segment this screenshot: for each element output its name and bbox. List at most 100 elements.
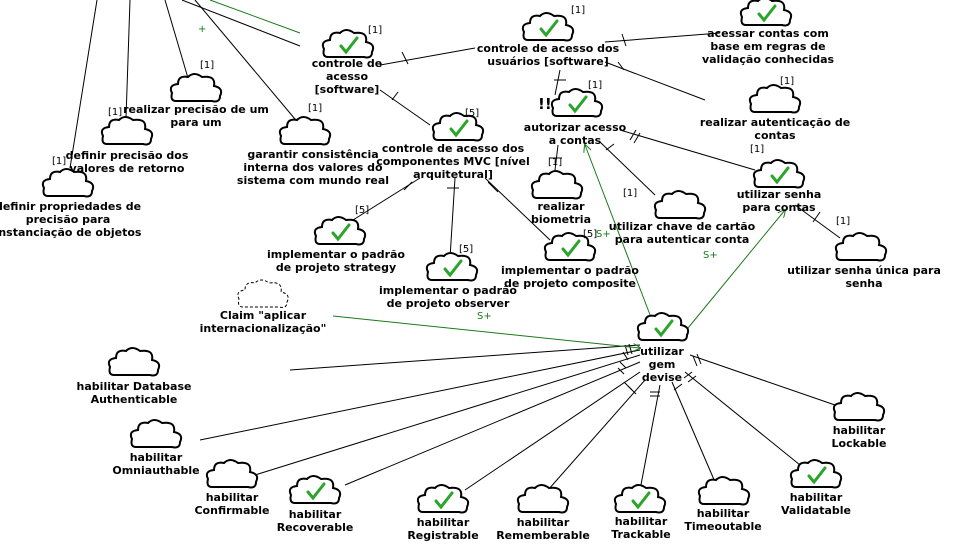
checkmark-icon	[306, 482, 326, 501]
cloud-icon	[653, 190, 707, 220]
link-mvc-composite	[484, 177, 551, 241]
link-devise-trackable	[639, 384, 661, 491]
cloud-check-icon	[636, 312, 690, 342]
checkmark-icon	[807, 466, 827, 485]
node-label-omniauthable: habilitar Omniauthable	[112, 451, 200, 477]
cloud-icon	[834, 232, 888, 262]
node-tag-realizar-autenticacao: [1]	[780, 76, 795, 87]
cloud-icon	[169, 73, 223, 103]
checkmark-icon	[434, 491, 454, 510]
node-label-validatable: habilitar Validatable	[781, 491, 851, 517]
cloud-icon	[205, 459, 259, 489]
cloud-check-icon	[789, 459, 843, 489]
goal-node-rememberable[interactable]	[516, 484, 570, 514]
link-devise-validatable	[684, 371, 801, 466]
cloud-check-icon	[431, 112, 485, 142]
goal-node-timeoutable[interactable]	[697, 476, 751, 506]
link-top-controle-software	[181, 0, 301, 47]
node-tag-padrao-observer: [5]	[459, 244, 474, 255]
goal-node-utilizar-senha[interactable]	[752, 159, 806, 189]
link-senha-unica	[794, 204, 841, 239]
goal-node-acessar-contas[interactable]	[739, 0, 793, 27]
cloud-icon	[100, 116, 154, 146]
cloud-check-icon	[739, 0, 793, 27]
link-devise-recoverable	[344, 361, 641, 486]
goal-node-lockable[interactable]	[832, 392, 886, 422]
goal-node-utilizar-senha-unica[interactable]	[834, 232, 888, 262]
contribution-label: +	[198, 24, 207, 35]
contribution-label: S+	[477, 311, 492, 322]
cloud-check-icon	[752, 159, 806, 189]
checkmark-icon	[539, 19, 559, 38]
goal-node-padrao-observer[interactable]	[425, 252, 479, 282]
goal-node-realizar-precisao[interactable]	[169, 73, 223, 103]
node-label-padrao-composite: implementar o padrão de projeto composit…	[501, 264, 639, 290]
goal-node-recoverable[interactable]	[288, 475, 342, 505]
cloud-icon	[278, 116, 332, 146]
goal-node-controle-mvc[interactable]	[431, 112, 485, 142]
goal-node-validatable[interactable]	[789, 459, 843, 489]
link-devise-lockable	[689, 354, 836, 406]
goal-node-definir-propriedades[interactable]	[41, 168, 95, 198]
node-label-padrao-observer: implementar o padrão de projeto observer	[379, 284, 517, 310]
link-devise-autorizar	[585, 145, 653, 321]
checkmark-icon	[449, 119, 469, 138]
node-tag-utilizar-senha-unica: [1]	[836, 216, 851, 227]
node-label-autorizar-acesso: autorizar acesso a contas	[523, 121, 627, 147]
goal-node-controle-acesso-usuarios[interactable]	[521, 12, 575, 42]
goal-node-autorizar-acesso[interactable]	[550, 88, 604, 118]
goal-node-controle-acesso-software[interactable]	[321, 29, 375, 59]
goal-node-utilizar-devise[interactable]	[636, 312, 690, 342]
goal-node-omniauthable[interactable]	[129, 419, 183, 449]
cloud-check-icon	[613, 484, 667, 514]
node-label-definir-precisao: definir precisão dos valores de retorno	[65, 149, 189, 175]
node-tag-padrao-strategy: [5]	[355, 205, 370, 216]
link-devise-rememberable	[547, 379, 646, 491]
cloud-check-icon	[550, 88, 604, 118]
node-label-padrao-strategy: implementar o padrão de projeto strategy	[267, 248, 405, 274]
node-tag-definir-precisao: [1]	[108, 107, 123, 118]
node-label-utilizar-chave: utilizar chave de cartão para autenticar…	[608, 220, 756, 246]
goal-node-garantir-consistencia[interactable]	[278, 116, 332, 146]
claim-cloud-icon	[237, 279, 289, 308]
cloud-icon	[107, 347, 161, 377]
link-software-usuarios	[379, 47, 476, 66]
goal-node-utilizar-chave[interactable]	[653, 190, 707, 220]
node-label-claim: Claim "aplicar internacionalização"	[199, 309, 327, 335]
checkmark-icon	[443, 259, 463, 278]
node-tag-garantir-consistencia: [1]	[308, 103, 323, 114]
link-mvc-observer	[449, 177, 456, 259]
cloud-check-icon	[321, 29, 375, 59]
goal-node-definir-precisao[interactable]	[100, 116, 154, 146]
goal-node-trackable[interactable]	[613, 484, 667, 514]
node-tag-definir-propriedades: [1]	[52, 156, 67, 167]
node-tag-utilizar-chave: [1]	[623, 188, 638, 199]
link-top-definir-precisao	[125, 0, 131, 119]
goal-node-realizar-biometria[interactable]	[530, 170, 584, 200]
goal-node-claim[interactable]	[237, 279, 289, 308]
node-label-realizar-autenticacao: realizar autenticação de contas	[699, 116, 851, 142]
checkmark-icon	[757, 4, 777, 23]
node-label-utilizar-devise: utilizar gem devise	[640, 345, 684, 384]
cloud-icon	[832, 392, 886, 422]
node-label-utilizar-senha: utilizar senha para contas	[736, 188, 822, 214]
checkmark-icon	[770, 166, 790, 185]
goal-node-padrao-composite[interactable]	[543, 232, 597, 262]
node-tag-utilizar-senha: [1]	[750, 144, 765, 155]
node-label-trackable: habilitar Trackable	[611, 515, 671, 541]
goal-node-registrable[interactable]	[416, 484, 470, 514]
checkmark-icon	[561, 239, 581, 258]
node-tag-realizar-precisao: [1]	[200, 60, 215, 71]
goal-node-confirmable[interactable]	[205, 459, 259, 489]
node-label-confirmable: habilitar Confirmable	[194, 491, 270, 517]
goal-node-realizar-autenticacao[interactable]	[748, 84, 802, 114]
goal-node-padrao-strategy[interactable]	[313, 216, 367, 246]
checkmark-icon	[339, 36, 359, 55]
link-devise-timeoutable	[671, 381, 716, 483]
node-label-utilizar-senha-unica: utilizar senha única para senha	[787, 264, 941, 290]
cloud-icon	[530, 170, 584, 200]
node-label-lockable: habilitar Lockable	[831, 424, 887, 450]
node-label-controle-mvc: controle de acesso dos componentes MVC […	[376, 142, 530, 181]
goal-node-database-auth[interactable]	[107, 347, 161, 377]
